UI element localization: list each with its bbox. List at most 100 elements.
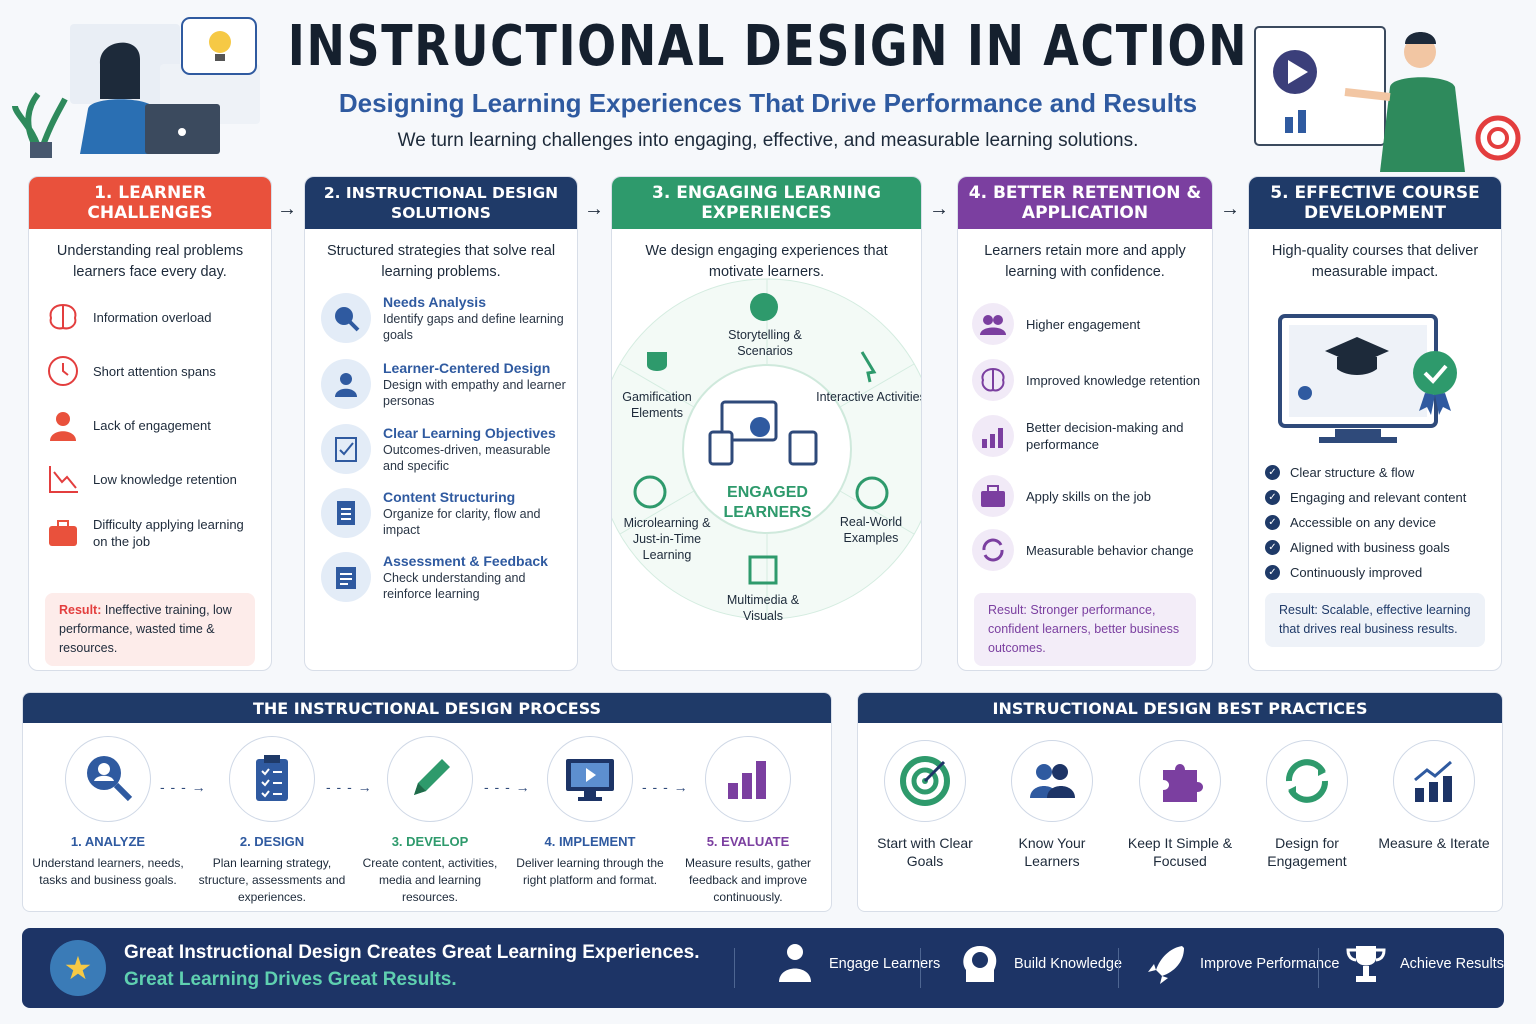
bar-chart-icon — [705, 736, 791, 822]
wheel-segment: Microlearning & Just-in-Time Learning — [623, 516, 711, 562]
puzzle-icon — [1139, 740, 1221, 822]
checklist-icon — [321, 424, 371, 474]
arrow-icon: → — [1220, 198, 1240, 220]
list-item: Lack of engagement — [45, 407, 211, 443]
chart-down-icon — [45, 461, 81, 497]
arrow-icon: → — [929, 198, 949, 220]
pencil-icon — [387, 736, 473, 822]
best-practices-panel: INSTRUCTIONAL DESIGN BEST PRACTICES — [857, 692, 1503, 912]
wheel-segment: Storytelling & Scenarios — [728, 328, 802, 358]
user-icon — [321, 359, 371, 409]
dashed-arrow-icon: - - - → — [326, 779, 373, 795]
brain-icon — [45, 299, 81, 335]
list-item: Information overload — [45, 299, 212, 335]
card-description: Understanding real problems learners fac… — [56, 243, 244, 280]
card-engaging-experiences: 3. ENGAGING LEARNING EXPERIENCES We desi… — [611, 176, 922, 671]
wheel-segment: Gamification Elements — [622, 390, 692, 420]
target-icon — [884, 740, 966, 822]
refresh-icon — [972, 529, 1014, 571]
list-item: ✓Accessible on any device — [1265, 510, 1466, 535]
check-icon: ✓ — [1265, 515, 1280, 530]
person-icon — [45, 407, 81, 443]
document-icon — [321, 488, 371, 538]
card-design-solutions: 2. INSTRUCTIONAL DESIGN SOLUTIONS Struct… — [304, 176, 578, 671]
trophy-icon — [1346, 946, 1386, 982]
list-item: ✓Aligned with business goals — [1265, 535, 1466, 560]
clipboard-icon — [229, 736, 315, 822]
group-icon — [972, 303, 1014, 345]
checklist: ✓Clear structure & flow ✓Engaging and re… — [1265, 460, 1466, 585]
card-description: Structured strategies that solve real le… — [326, 243, 556, 280]
panel-title: THE INSTRUCTIONAL DESIGN PROCESS — [23, 693, 831, 723]
header-illustration-left — [10, 14, 270, 164]
result-box: Result: Ineffective training, low perfor… — [45, 593, 255, 666]
growth-chart-icon — [1393, 740, 1475, 822]
user-star-icon — [779, 944, 811, 982]
card-description: We design engaging experiences that moti… — [645, 243, 888, 280]
card-learner-challenges: 1. LEARNER CHALLENGES Understanding real… — [28, 176, 272, 671]
list-item: Higher engagement — [972, 303, 1202, 345]
dashed-arrow-icon: - - - → — [160, 779, 207, 795]
wheel-segment: Real-World Examples — [839, 515, 903, 545]
card-course-development: 5. EFFECTIVE COURSE DEVELOPMENT High-qua… — [1248, 176, 1502, 671]
magnifier-icon — [321, 293, 371, 343]
list-item: ✓Engaging and relevant content — [1265, 485, 1466, 510]
check-icon: ✓ — [1265, 490, 1280, 505]
clipboard-icon — [321, 552, 371, 602]
refresh-icon — [1266, 740, 1348, 822]
result-box: Result: Scalable, effective learning tha… — [1265, 593, 1485, 647]
wheel-center-label: ENGAGED LEARNERS — [723, 484, 812, 521]
bar-chart-icon — [972, 415, 1014, 457]
practice-item: Design for Engagement — [1247, 740, 1367, 870]
arrow-icon: → — [277, 198, 297, 220]
list-item: Difficulty applying learning on the job — [45, 515, 255, 551]
card-title: 4. BETTER RETENTION & APPLICATION — [958, 177, 1212, 229]
practice-item: Keep It Simple & Focused — [1120, 740, 1240, 870]
list-item: Apply skills on the job — [972, 475, 1202, 517]
search-user-icon — [65, 736, 151, 822]
banner-item: Improve Performance — [1144, 942, 1339, 986]
card-title: 3. ENGAGING LEARNING EXPERIENCES — [612, 177, 921, 229]
list-item: Measurable behavior change — [972, 529, 1202, 571]
head-brain-icon — [963, 946, 997, 982]
star-icon: ★ — [50, 940, 106, 996]
practice-item: Measure & Iterate — [1374, 740, 1494, 852]
banner-line-2: Great Learning Drives Great Results. — [124, 969, 457, 990]
banner-item: Engage Learners — [777, 942, 940, 986]
result-box: Result: Stronger performance, confident … — [974, 593, 1196, 666]
banner-item: Build Knowledge — [958, 942, 1122, 986]
list-item: Low knowledge retention — [45, 461, 237, 497]
toolbox-icon — [972, 475, 1014, 517]
monitor-play-icon — [547, 736, 633, 822]
practice-item: Start with Clear Goals — [865, 740, 985, 870]
woman-laptop-icon — [12, 17, 260, 158]
check-icon: ✓ — [1265, 540, 1280, 555]
bottom-banner: ★ Great Instructional Design Creates Gre… — [22, 928, 1504, 1008]
banner-line-1: Great Instructional Design Creates Great… — [124, 942, 700, 963]
practice-item: Know Your Learners — [992, 740, 1112, 870]
page-title: INSTRUCTIONAL DESIGN IN ACTION — [287, 14, 1249, 79]
wheel-segment: Interactive Activities — [816, 390, 922, 404]
brain-icon — [972, 359, 1014, 401]
dashed-arrow-icon: - - - → — [484, 779, 531, 795]
list-item: ✓Continuously improved — [1265, 560, 1466, 585]
group-icon — [1011, 740, 1093, 822]
presenter-video-icon — [1254, 26, 1521, 172]
card-title: 2. INSTRUCTIONAL DESIGN SOLUTIONS — [305, 177, 577, 229]
card-description: High-quality courses that deliver measur… — [1271, 243, 1479, 280]
list-item: Improved knowledge retention — [972, 359, 1202, 401]
rocket-icon — [1148, 946, 1184, 984]
page-subtitle: Designing Learning Experiences That Driv… — [338, 88, 1198, 118]
card-description: Learners retain more and apply learning … — [984, 243, 1186, 280]
list-item: Better decision-making and performance — [972, 415, 1202, 457]
